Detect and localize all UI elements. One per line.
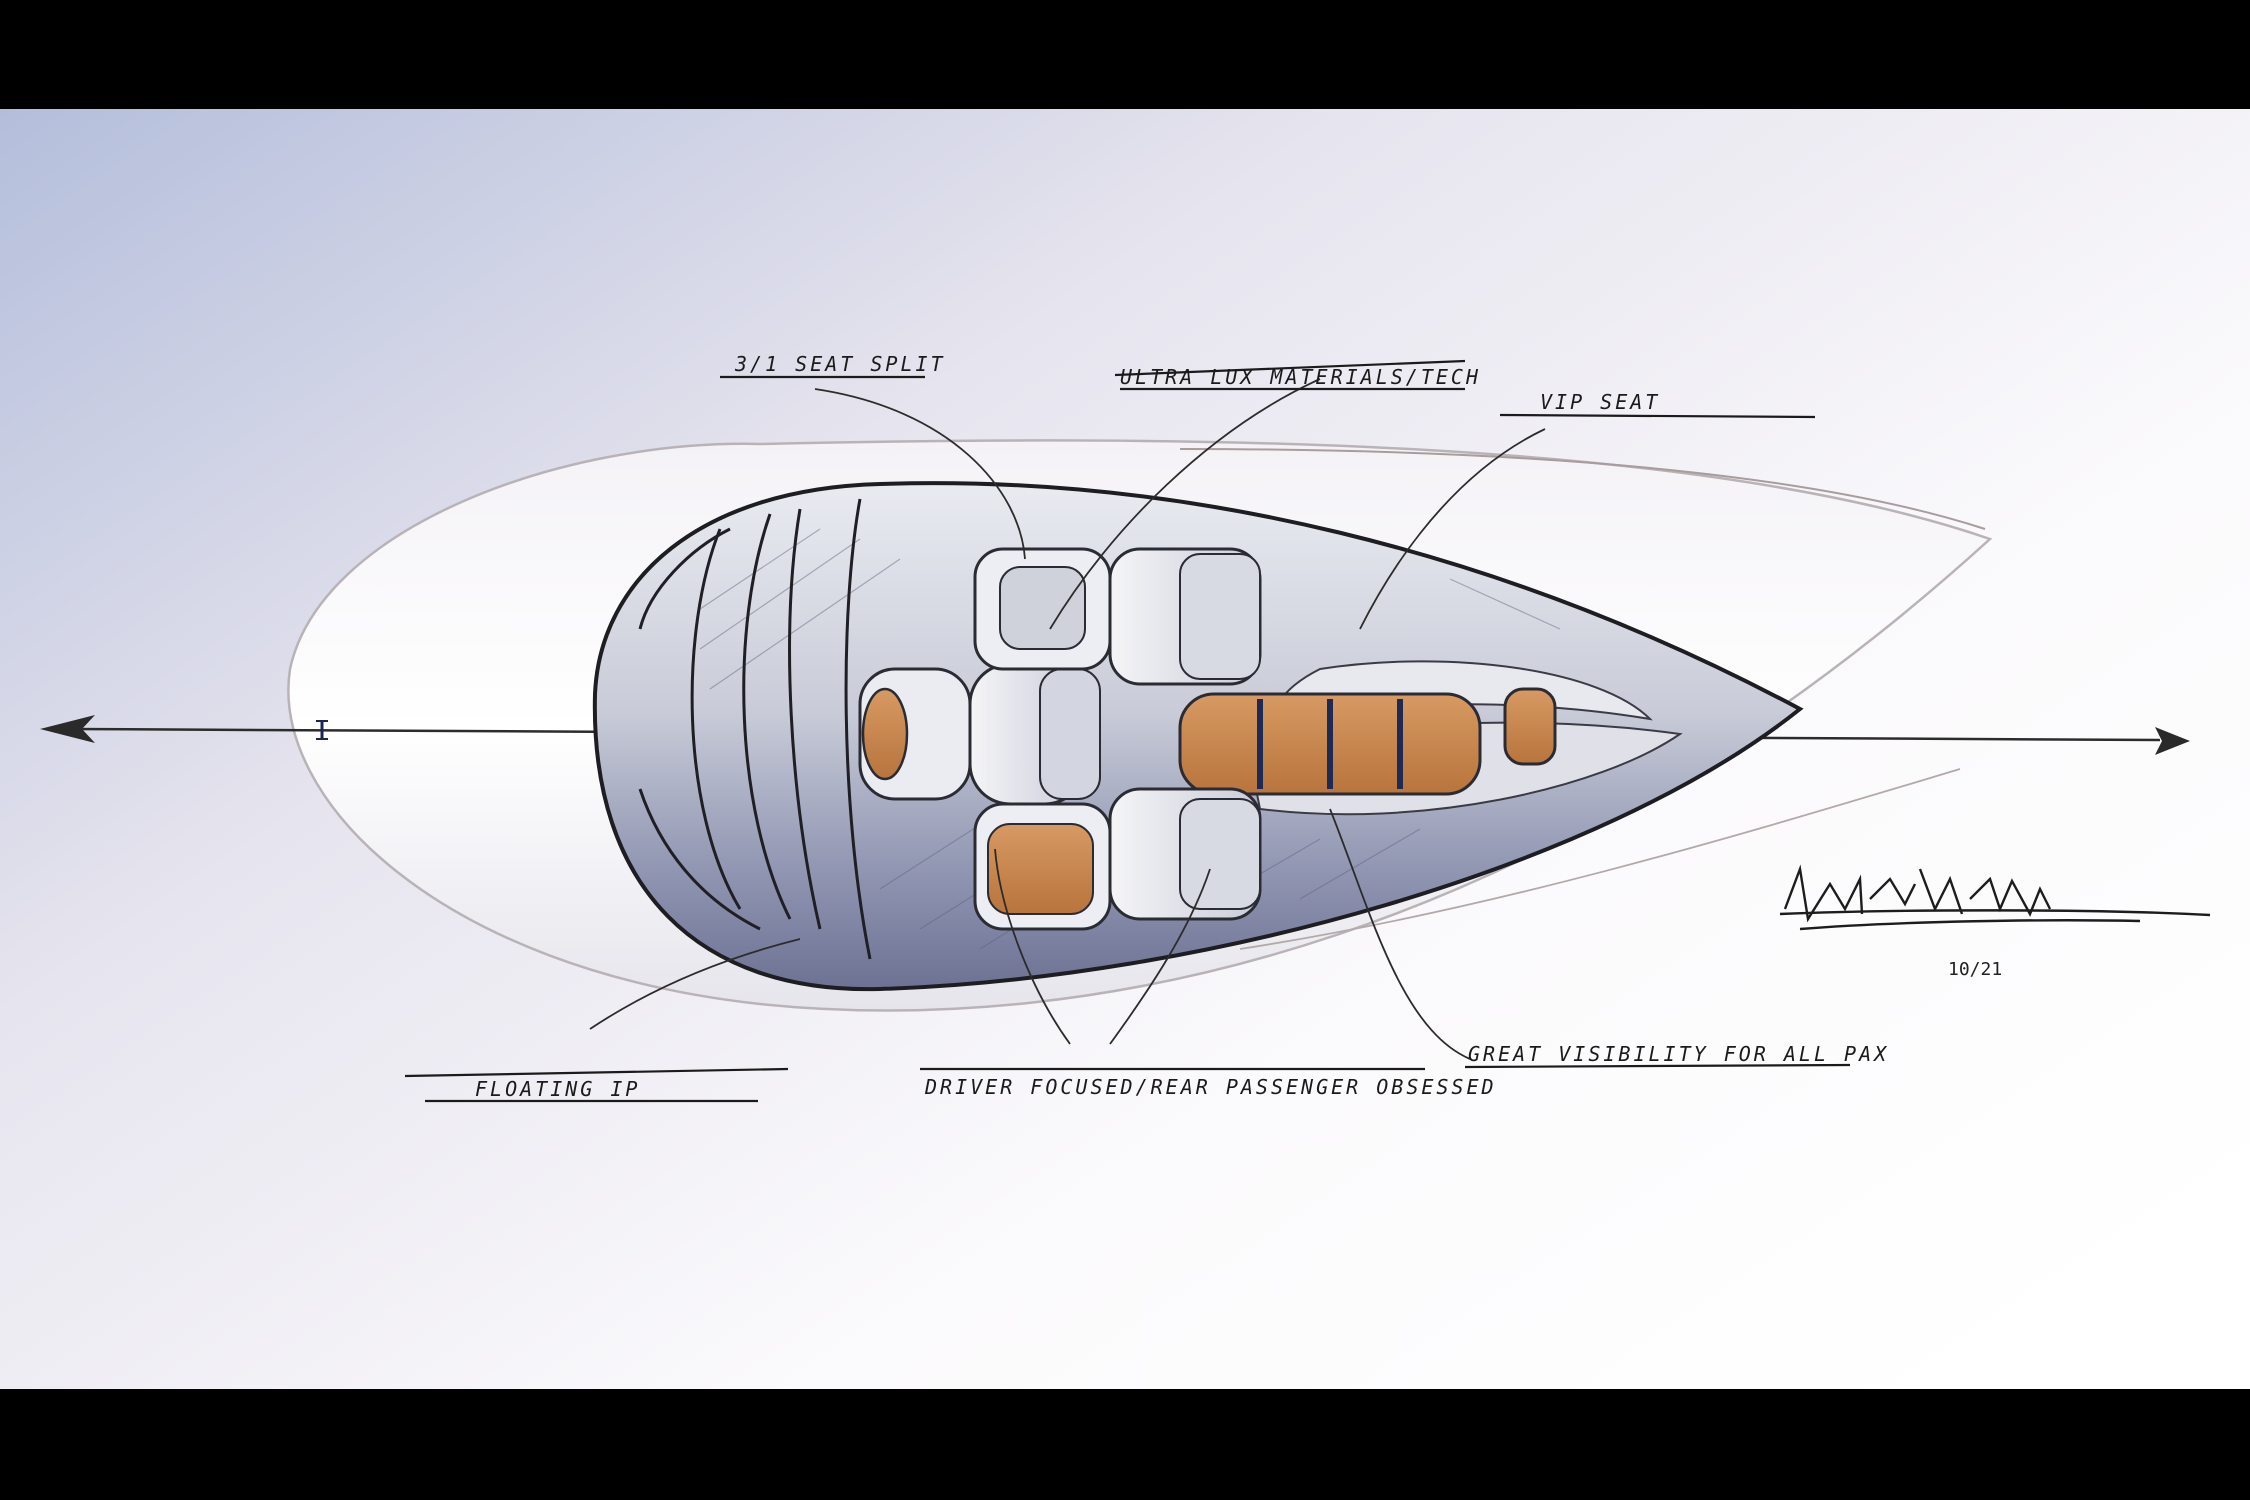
vip-seat bbox=[1108, 547, 1262, 686]
label-ultra-lux: ULTRA LUX MATERIALS/TECH bbox=[1120, 365, 1481, 389]
label-seat-split: 3/1 SEAT SPLIT bbox=[734, 352, 946, 376]
front-right-seat bbox=[973, 547, 1112, 671]
label-vip-seat: VIP SEAT bbox=[1540, 390, 1660, 414]
label-great-visibility: GREAT VISIBILITY FOR ALL PAX bbox=[1468, 1042, 1889, 1066]
annotation-underlines bbox=[404, 359, 1851, 1103]
rear-left-seat bbox=[1108, 787, 1262, 921]
signature-date: 10/21 bbox=[1948, 959, 2002, 980]
driver-seat bbox=[858, 662, 1101, 806]
letterbox-bottom bbox=[0, 1389, 2250, 1500]
label-driver-focused: DRIVER FOCUSED/REAR PASSENGER OBSESSED bbox=[924, 1075, 1497, 1099]
rear-seat-bench bbox=[1178, 687, 1557, 796]
designer-signature bbox=[1779, 864, 2211, 931]
letterbox-top bbox=[0, 0, 2250, 109]
body-shell-edge bbox=[1179, 448, 1986, 530]
front-dashboard bbox=[638, 498, 872, 960]
body-shell-lower-edge bbox=[1239, 768, 1961, 950]
leader-lines bbox=[589, 378, 1546, 1060]
front-left-seat bbox=[973, 802, 1112, 931]
sketch-canvas: 3/1 SEAT SPLIT ULTRA LUX MATERIALS/TECH … bbox=[0, 109, 2250, 1389]
label-floating-ip: FLOATING IP bbox=[475, 1077, 640, 1101]
